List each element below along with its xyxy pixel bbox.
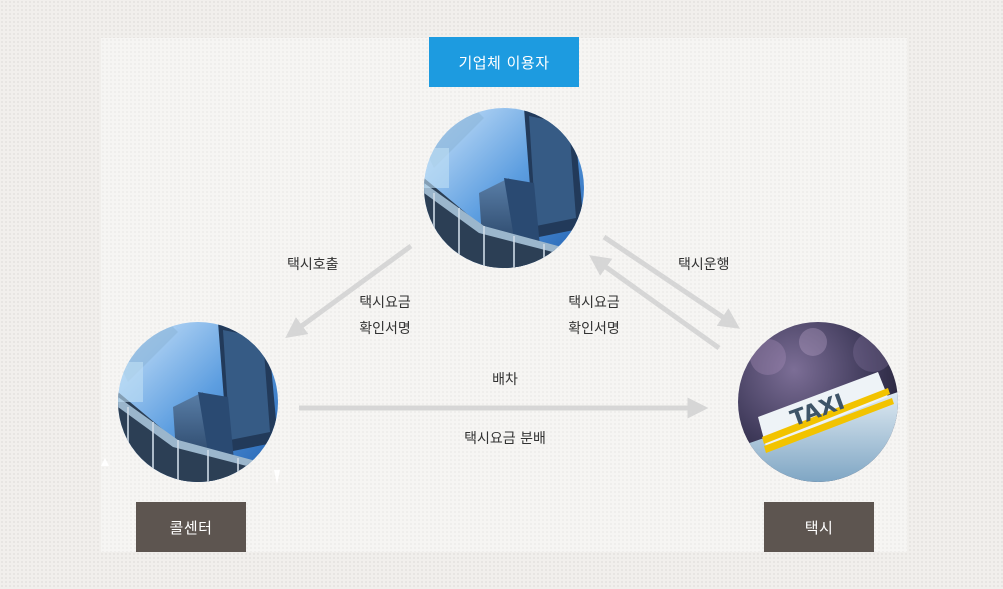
arrow-call bbox=[285, 243, 413, 338]
node-label-call-center: 콜센터 bbox=[136, 502, 246, 552]
edge-label-confirm-left-line1: 택시요금 bbox=[359, 295, 411, 311]
building-photo-icon-left bbox=[118, 322, 278, 482]
edge-label-taxi-operation: 택시운행 bbox=[678, 257, 730, 273]
edge-label-confirm-right: 택시요금 확인서명 bbox=[565, 290, 623, 342]
building-photo-icon bbox=[424, 108, 584, 268]
decor-notch-left bbox=[101, 458, 109, 466]
edge-label-confirm-right-line1: 택시요금 bbox=[568, 295, 620, 311]
node-label-taxi: 택시 bbox=[764, 502, 874, 552]
arrow-confirm bbox=[589, 255, 721, 351]
node-label-corporate-user: 기업체 이용자 bbox=[429, 37, 579, 87]
taxi-sign-photo-icon: TAXI bbox=[738, 322, 898, 482]
edge-label-confirm-left: 택시요금 확인서명 bbox=[356, 290, 414, 342]
edge-label-dispatch: 배차 bbox=[492, 372, 518, 388]
edge-label-taxi-call: 택시호출 bbox=[287, 257, 339, 273]
edge-label-fare-distribution: 택시요금 분배 bbox=[464, 431, 546, 447]
edge-label-confirm-right-line2: 확인서명 bbox=[568, 321, 620, 337]
arrow-operate bbox=[602, 234, 740, 329]
edge-label-confirm-left-line2: 확인서명 bbox=[359, 321, 411, 337]
decor-notch-right bbox=[274, 470, 280, 484]
